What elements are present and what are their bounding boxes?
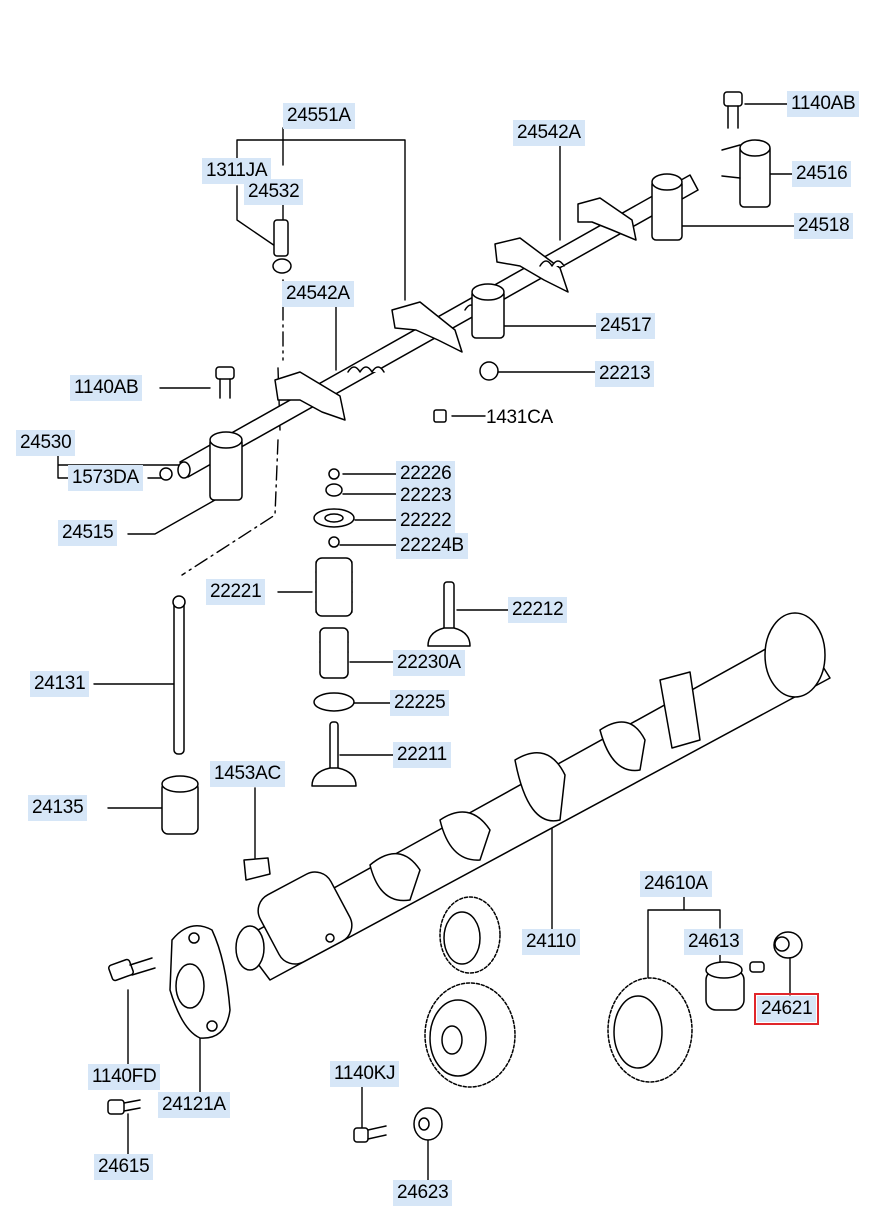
part-label-24610A[interactable]: 24610A	[640, 871, 712, 897]
part-label-1140AB-top[interactable]: 1140AB	[787, 91, 860, 117]
part-label-24518[interactable]: 24518	[794, 213, 854, 239]
part-label-24131[interactable]: 24131	[30, 671, 90, 697]
part-label-24532[interactable]: 24532	[244, 179, 304, 205]
part-label-24530[interactable]: 24530	[16, 430, 76, 456]
gears-and-gasket	[107, 896, 803, 1143]
part-label-24542A-top[interactable]: 24542A	[513, 120, 585, 146]
part-label-1140AB-left[interactable]: 1140AB	[70, 375, 143, 401]
part-label-24623[interactable]: 24623	[393, 1180, 453, 1206]
part-label-22211[interactable]: 22211	[393, 742, 451, 768]
part-label-1453AC[interactable]: 1453AC	[210, 761, 285, 787]
part-label-24517[interactable]: 24517	[596, 313, 656, 339]
part-label-22222[interactable]: 22222	[396, 508, 456, 534]
part-label-1431CA[interactable]: 1431CA	[486, 407, 553, 428]
part-label-24542A-mid[interactable]: 24542A	[282, 281, 354, 307]
part-label-24613[interactable]: 24613	[684, 929, 744, 955]
part-label-22225[interactable]: 22225	[390, 690, 450, 716]
part-label-24516[interactable]: 24516	[792, 161, 852, 187]
part-label-1140FD[interactable]: 1140FD	[88, 1064, 161, 1090]
camshaft	[235, 612, 831, 981]
part-label-22224B[interactable]: 22224B	[396, 533, 468, 559]
part-label-22226[interactable]: 22226	[396, 461, 456, 487]
part-label-1140KJ[interactable]: 1140KJ	[330, 1061, 400, 1087]
part-label-22221[interactable]: 22221	[206, 579, 266, 605]
part-label-1573DA[interactable]: 1573DA	[68, 465, 143, 491]
part-label-24121A[interactable]: 24121A	[158, 1092, 230, 1118]
part-label-22213[interactable]: 22213	[595, 361, 655, 387]
part-label-22230A[interactable]: 22230A	[393, 650, 465, 676]
part-label-24110[interactable]: 24110	[522, 929, 580, 955]
part-label-24621-selected[interactable]: 24621	[753, 993, 820, 1025]
valve-train	[161, 468, 471, 881]
part-label-24515[interactable]: 24515	[58, 520, 118, 546]
part-label-24135[interactable]: 24135	[28, 795, 88, 821]
part-label-22212[interactable]: 22212	[508, 597, 568, 623]
part-label-24615[interactable]: 24615	[94, 1154, 154, 1180]
part-label-24551A[interactable]: 24551A	[283, 103, 355, 129]
part-label-22223[interactable]: 22223	[396, 483, 456, 509]
rocker-shaft	[159, 91, 771, 501]
